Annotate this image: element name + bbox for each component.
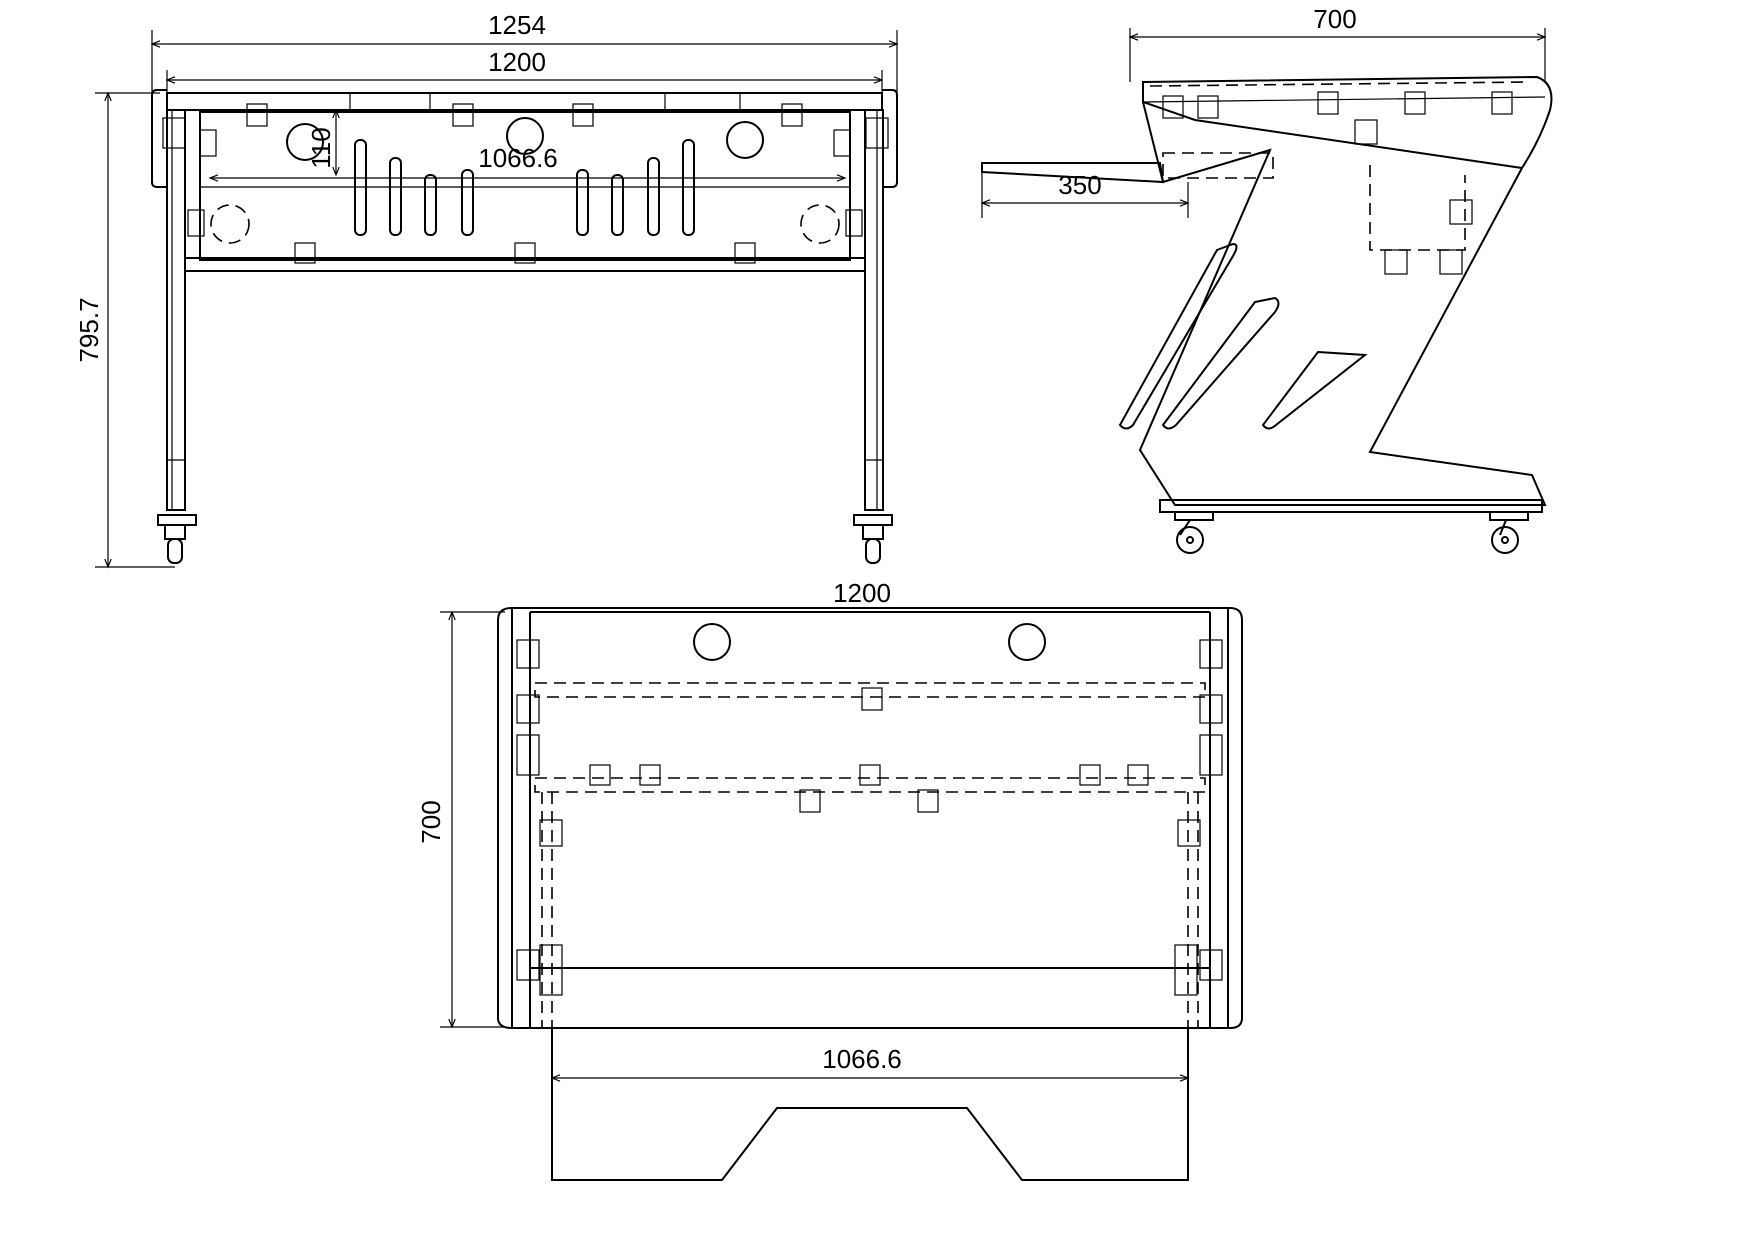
- dim-label-795-7: 795.7: [74, 297, 104, 362]
- dim-label-1066-6-front: 1066.6: [478, 143, 558, 173]
- dimension-overall-width: 1254: [150, 10, 899, 92]
- dimension-height: 795.7: [74, 91, 175, 569]
- dimension-depth-side: 700: [1128, 4, 1547, 82]
- dimension-depth-top: 700: [416, 610, 505, 1029]
- dimension-inner-width-top: 1066.6: [550, 1044, 1190, 1082]
- dim-label-350: 350: [1058, 170, 1101, 200]
- front-view: 1254 1200 795.7: [74, 10, 899, 569]
- dim-label-700-top: 700: [416, 800, 446, 843]
- dim-label-1200-top: 1200: [833, 578, 891, 608]
- dimension-top-width: 1200: [165, 47, 884, 92]
- dim-label-700-side: 700: [1313, 4, 1356, 34]
- dim-label-1254: 1254: [488, 10, 546, 40]
- dim-label-1200-front: 1200: [488, 47, 546, 77]
- top-view: 1200 700: [416, 578, 1243, 1181]
- dim-label-110: 110: [306, 127, 336, 168]
- dimension-tray: 350: [980, 170, 1190, 218]
- dimension-panel-height: 110: [306, 108, 340, 177]
- dim-label-1066-6-top: 1066.6: [822, 1044, 902, 1074]
- dimension-inner-width-front: 1066.6: [208, 143, 847, 182]
- side-view: 700: [980, 4, 1553, 554]
